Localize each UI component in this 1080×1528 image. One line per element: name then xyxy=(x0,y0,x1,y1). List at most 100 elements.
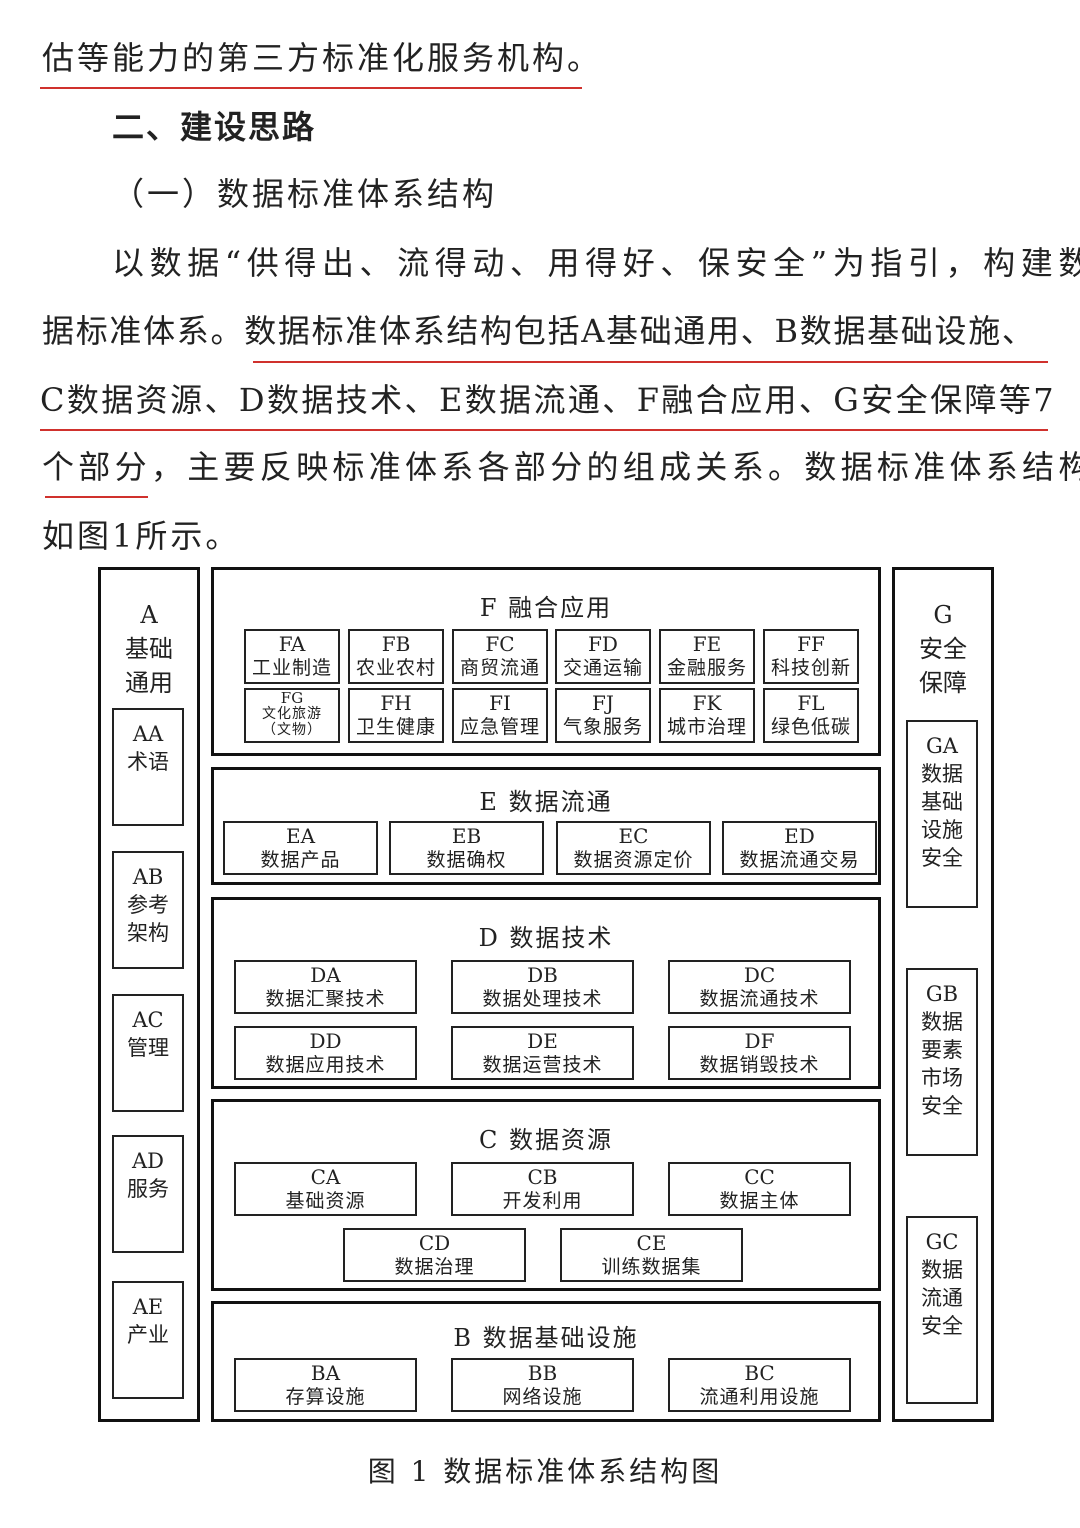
category-label: 数据运营技术 xyxy=(482,1054,603,1076)
category-label: 产业 xyxy=(127,1323,169,1347)
category-code: AA xyxy=(132,722,164,746)
category-label: 数据基础设施安全 xyxy=(921,762,963,870)
category-code: FH xyxy=(380,691,412,715)
paragraph-line: 个部分，主要反映标准体系各部分的组成关系。数据标准体系结构 xyxy=(42,448,1080,486)
category-label: 数据确权 xyxy=(426,849,507,871)
category-code: FB xyxy=(381,632,411,656)
category-box-gb: GB 数据要素市场安全 xyxy=(906,968,978,1156)
category-code: ED xyxy=(784,824,815,848)
category-label: 绿色低碳 xyxy=(770,716,851,738)
category-label: 术语 xyxy=(127,750,169,774)
category-code: CE xyxy=(636,1231,667,1255)
category-code: FA xyxy=(278,632,306,656)
category-code: GB xyxy=(925,982,959,1006)
category-label: 流通利用设施 xyxy=(699,1386,820,1408)
column-title-line: 保障 xyxy=(919,669,967,697)
category-code: GA xyxy=(926,734,958,758)
category-code: DC xyxy=(743,963,776,987)
category-code: BA xyxy=(310,1361,341,1385)
subheading: （一）数据标准体系结构 xyxy=(112,175,498,213)
category-label: 数据产品 xyxy=(260,849,341,871)
category-box-ga: GA 数据基础设施安全 xyxy=(906,720,978,908)
category-box-ad: AD 服务 xyxy=(112,1135,184,1253)
category-label: 数据应用技术 xyxy=(265,1054,386,1076)
panel-title: D 数据技术 xyxy=(478,924,614,952)
category-label: 服务 xyxy=(127,1177,169,1201)
category-code: FD xyxy=(588,632,618,656)
column-title-line: G xyxy=(933,601,953,629)
category-code: FL xyxy=(797,691,825,715)
category-label: 数据销毁技术 xyxy=(699,1054,820,1076)
panel-title: C 数据资源 xyxy=(479,1126,613,1154)
red-underline xyxy=(40,87,582,89)
red-underline xyxy=(253,361,1048,363)
category-code: AE xyxy=(132,1295,164,1319)
category-box-ac: AC 管理 xyxy=(112,994,184,1112)
figure-caption: 图 1 数据标准体系结构图 xyxy=(367,1455,723,1488)
category-label: 应急管理 xyxy=(459,716,540,738)
category-code: FK xyxy=(692,691,722,715)
category-label: 存算设施 xyxy=(285,1386,366,1408)
category-code: FF xyxy=(797,632,825,656)
category-label: 数据要素市场安全 xyxy=(921,1010,963,1118)
category-box-aa: AA 术语 xyxy=(112,708,184,826)
category-label: 气象服务 xyxy=(562,716,643,738)
section-heading: 二、建设思路 xyxy=(112,108,317,146)
category-label: 数据处理技术 xyxy=(482,988,603,1010)
category-label: 卫生健康 xyxy=(355,716,436,738)
category-code: DF xyxy=(744,1029,775,1053)
category-label: 开发利用 xyxy=(502,1190,583,1212)
category-code: EB xyxy=(451,824,482,848)
category-box-ae: AE 产业 xyxy=(112,1281,184,1399)
panel-title: B 数据基础设施 xyxy=(453,1324,639,1352)
category-label: 工业制造 xyxy=(251,657,332,679)
category-label: 管理 xyxy=(127,1036,169,1060)
category-label: 数据流通交易 xyxy=(739,849,860,871)
category-code: AC xyxy=(132,1008,164,1032)
red-underline xyxy=(40,429,1048,431)
category-code: FG xyxy=(280,689,304,707)
category-code: CA xyxy=(310,1165,341,1189)
category-code: AD xyxy=(131,1149,164,1173)
category-code: FC xyxy=(485,632,515,656)
category-label: 数据流通安全 xyxy=(921,1258,963,1338)
column-title-line: 基础 xyxy=(125,635,173,663)
category-label: 城市治理 xyxy=(666,716,747,738)
category-label: 交通运输 xyxy=(562,657,643,679)
category-code: BC xyxy=(744,1361,775,1385)
category-label: 参考架构 xyxy=(127,893,169,945)
category-code: DA xyxy=(310,963,341,987)
category-label: 训练数据集 xyxy=(601,1256,702,1278)
column-title-line: A xyxy=(140,601,158,629)
category-label: 农业农村 xyxy=(355,657,436,679)
category-label: 商贸流通 xyxy=(459,657,540,679)
